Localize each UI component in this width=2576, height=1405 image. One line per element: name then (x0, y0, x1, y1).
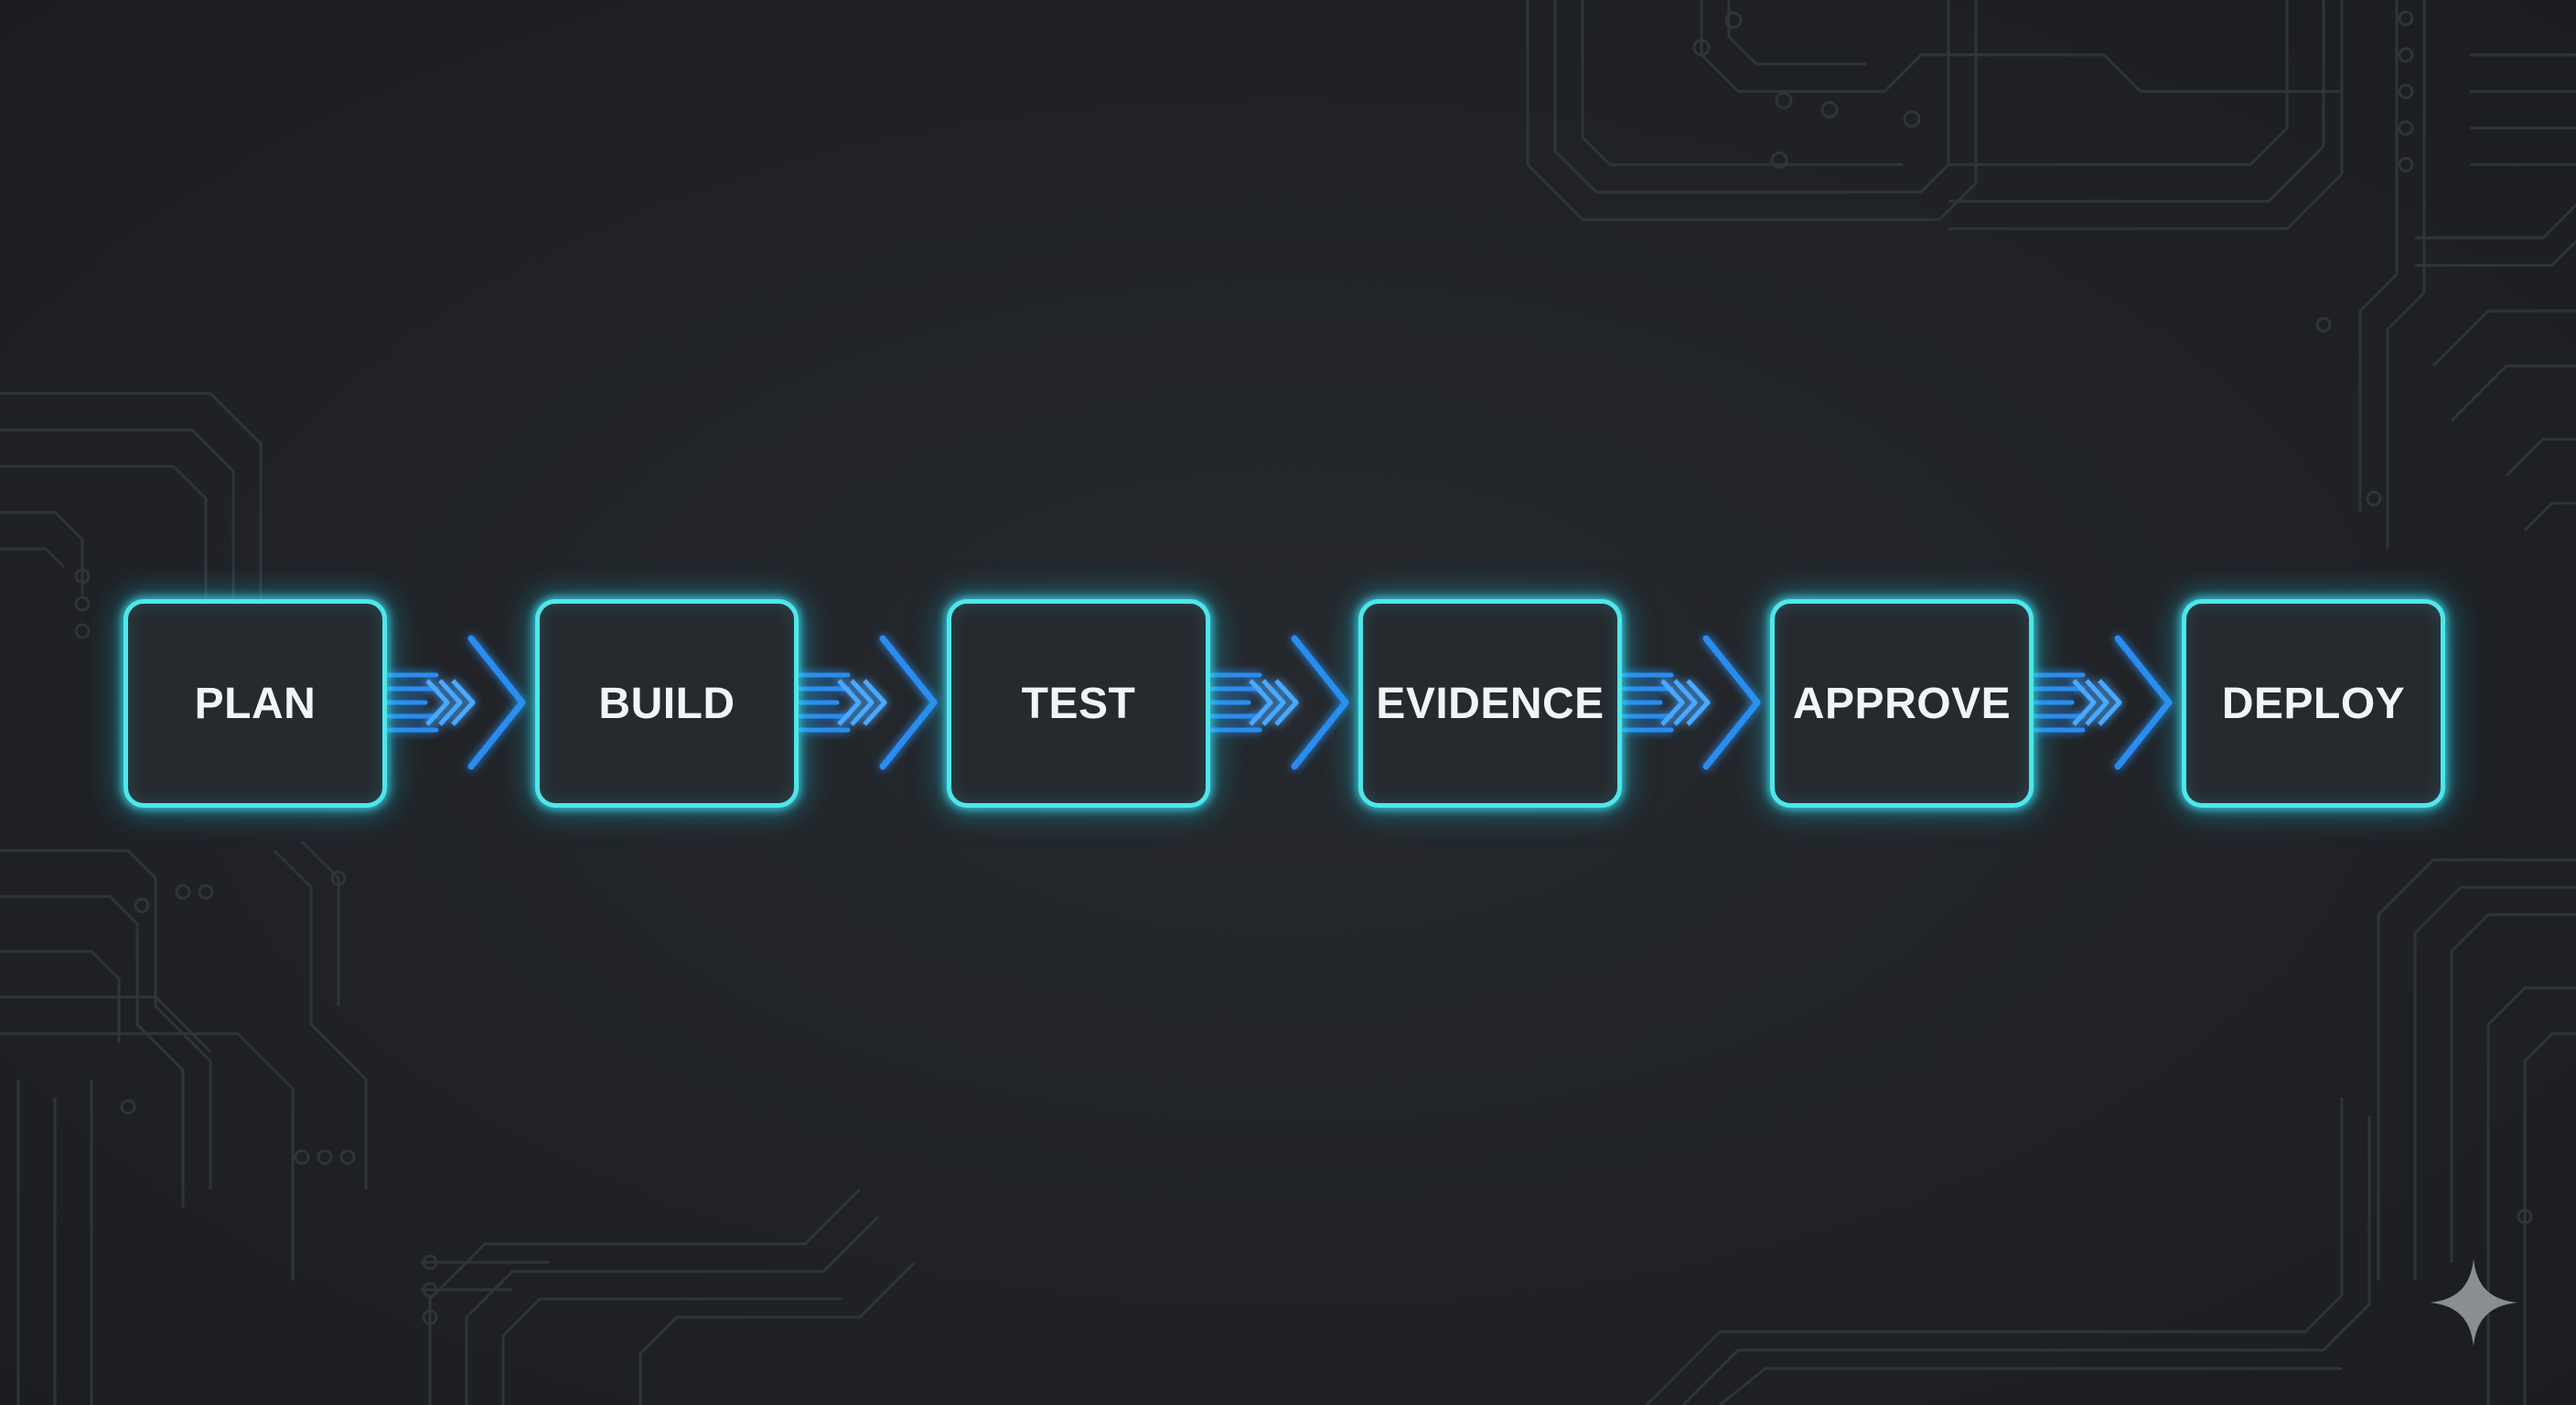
chevron-arrow-icon (1621, 635, 1761, 770)
chevron-arrow-icon (798, 635, 938, 770)
sparkle-icon (2430, 1259, 2517, 1346)
chevron-arrow-icon (386, 635, 526, 770)
stage-label: TEST (1021, 679, 1136, 728)
stage-build: BUILD (535, 599, 799, 808)
chevron-arrow-icon (2033, 635, 2173, 770)
stage-test: TEST (947, 599, 1210, 808)
stage-label: APPROVE (1792, 679, 2012, 728)
stage-label: EVIDENCE (1376, 679, 1605, 728)
stage-label: BUILD (598, 679, 735, 728)
stage-label: DEPLOY (2221, 679, 2406, 728)
chevron-arrow-icon (1209, 635, 1349, 770)
stage-label: PLAN (194, 679, 317, 728)
stage-approve: APPROVE (1770, 599, 2034, 808)
stage-plan: PLAN (123, 599, 387, 808)
stage-evidence: EVIDENCE (1358, 599, 1622, 808)
stage-deploy: DEPLOY (2182, 599, 2445, 808)
